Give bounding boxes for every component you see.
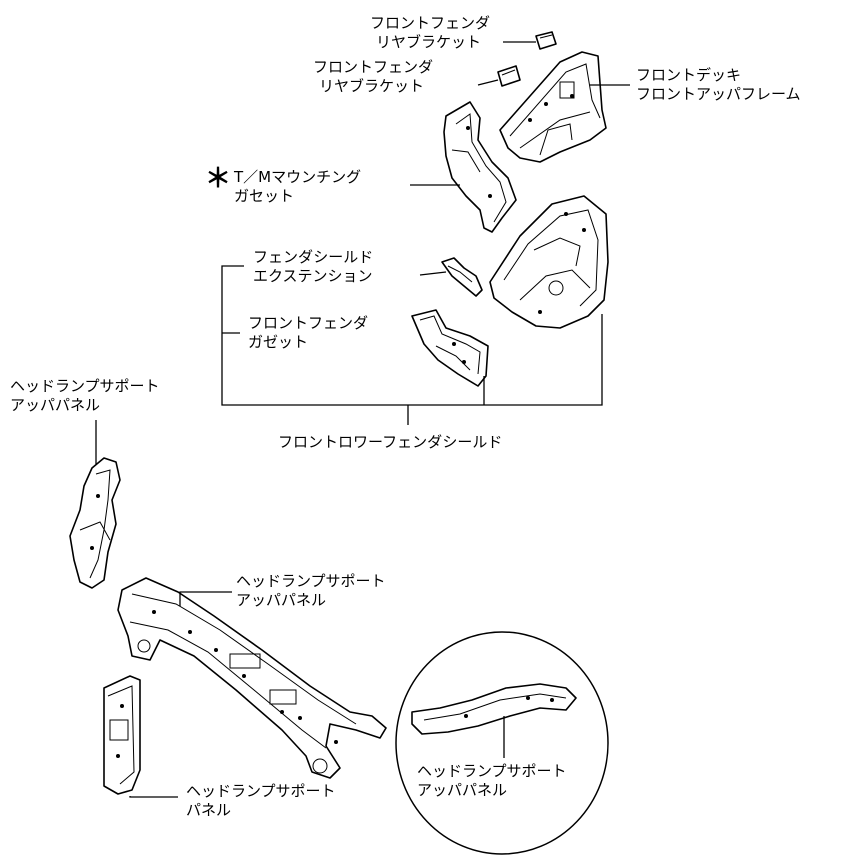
label-front-deck-upper-frame: フロントデッキ フロントアッパフレーム (636, 66, 801, 104)
leader-lines (95, 41, 630, 798)
front-deck-upper-frame-part (499, 51, 607, 163)
label-line: ガセット (234, 187, 295, 205)
label-line: ガゼット (248, 333, 309, 351)
label-headlamp-support-panel: ヘッドランプサポート パネル (186, 782, 336, 820)
label-tm-mounting-gusset: T／Mマウンチング ガセット (234, 168, 361, 206)
label-front-fender-rear-bracket-2: フロントフェンダ リヤブラケット (313, 58, 433, 96)
label-line: ヘッドランプサポート (10, 377, 160, 395)
label-front-lower-fender-shield: フロントロワーフェンダシールド (278, 433, 503, 451)
label-line: ヘッドランプサポート (417, 762, 567, 780)
headlamp-support-upper-panel-left-part (69, 457, 121, 589)
label-headlamp-support-upper-panel-circle: ヘッドランプサポート アッパパネル (417, 762, 567, 800)
front-lower-fender-shield-part (489, 195, 609, 329)
label-line: フロントアッパフレーム (636, 85, 801, 103)
label-line: リヤブラケット (319, 77, 425, 95)
label-line: T／Mマウンチング (234, 168, 362, 186)
label-line: パネル (186, 801, 232, 819)
label-headlamp-support-upper-panel-center: ヘッドランプサポート アッパパネル (236, 572, 386, 610)
label-front-fender-gusset: フロントフェンダ ガゼット (248, 314, 368, 352)
headlamp-support-upper-panel-main-part (117, 577, 387, 779)
label-line: エクステンション (253, 267, 373, 285)
fender-shield-extension-part (441, 257, 483, 297)
asterisk-mark: ＊ (205, 164, 232, 194)
label-line: アッパパネル (10, 396, 101, 414)
label-line: アッパパネル (417, 781, 508, 799)
tm-mounting-gusset-part (443, 101, 517, 233)
label-fender-shield-extension: フェンダシールド エクステンション (253, 248, 373, 286)
label-line: アッパパネル (236, 591, 327, 609)
label-line: フロントフェンダ (313, 58, 434, 76)
front-fender-gusset-part (411, 309, 489, 387)
label-line: フェンダシールド (253, 248, 374, 266)
label-headlamp-support-upper-panel-left: ヘッドランプサポート アッパパネル (10, 377, 160, 415)
label-line: フロントフェンダ (248, 314, 369, 332)
label-line: ヘッドランプサポート (236, 572, 386, 590)
front-fender-rear-bracket-part-1 (535, 31, 557, 50)
label-line: リヤブラケット (376, 33, 482, 51)
detail-circle (395, 631, 609, 855)
label-line: ヘッドランプサポート (186, 782, 336, 800)
front-fender-rear-bracket-part-2 (497, 65, 521, 87)
headlamp-support-panel-part (103, 675, 141, 795)
label-line: フロントフェンダ (370, 14, 491, 32)
label-line: フロントデッキ (636, 66, 742, 84)
label-front-fender-rear-bracket-1: フロントフェンダ リヤブラケット (370, 14, 490, 52)
